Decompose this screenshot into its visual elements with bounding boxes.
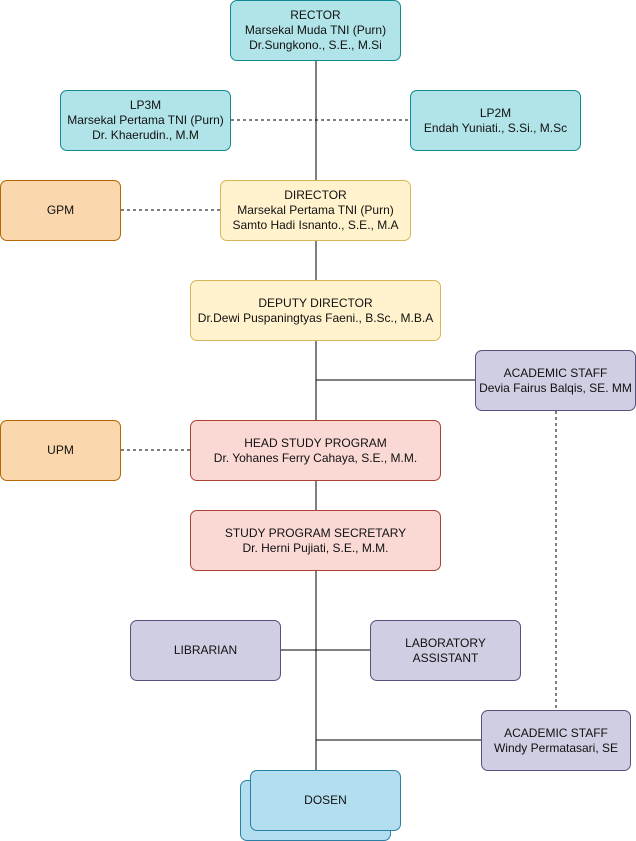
academic-staff-1-title: ACADEMIC STAFF bbox=[503, 365, 608, 380]
laboratory-assistant-title-line1: LABORATORY bbox=[405, 635, 486, 650]
director-rank: Marsekal Pertama TNI (Purn) bbox=[237, 203, 394, 217]
lp3m-box[interactable]: LP3M Marsekal Pertama TNI (Purn) Dr. Kha… bbox=[60, 90, 231, 151]
lp2m-box[interactable]: LP2M Endah Yuniati., S.Si., M.Sc bbox=[410, 90, 581, 151]
rector-box[interactable]: RECTOR Marsekal Muda TNI (Purn) Dr.Sungk… bbox=[230, 0, 401, 61]
lp2m-title: LP2M bbox=[479, 105, 512, 120]
study-program-secretary-name: Dr. Herni Pujiati, S.E., M.M. bbox=[242, 540, 389, 555]
lp3m-rank: Marsekal Pertama TNI (Purn) bbox=[67, 113, 224, 127]
librarian-box[interactable]: LIBRARIAN bbox=[130, 620, 281, 681]
academic-staff-2-name: Windy Permatasari, SE bbox=[493, 740, 619, 755]
upm-box[interactable]: UPM bbox=[0, 420, 121, 481]
lp3m-name: Dr. Khaerudin., M.M bbox=[92, 128, 199, 142]
director-name: Samto Hadi Isnanto., S.E., M.A bbox=[232, 218, 399, 232]
lp2m-name: Endah Yuniati., S.Si., M.Sc bbox=[423, 120, 568, 135]
rector-title: RECTOR bbox=[290, 8, 341, 22]
dosen-title: DOSEN bbox=[304, 793, 347, 807]
head-study-program-title: HEAD STUDY PROGRAM bbox=[244, 435, 387, 450]
dosen-box[interactable]: DOSEN bbox=[250, 770, 401, 831]
study-program-secretary-title: STUDY PROGRAM SECRETARY bbox=[224, 525, 407, 540]
academic-staff-2-title: ACADEMIC STAFF bbox=[504, 725, 608, 740]
academic-staff-1-name: Devia Fairus Balqis, SE. MM bbox=[479, 380, 632, 395]
deputy-director-box[interactable]: DEPUTY DIRECTOR Dr.Dewi Puspaningtyas Fa… bbox=[190, 280, 441, 341]
director-box[interactable]: DIRECTOR Marsekal Pertama TNI (Purn) Sam… bbox=[220, 180, 411, 241]
rector-name: Dr.Sungkono., S.E., M.Si bbox=[249, 38, 382, 52]
academic-staff-2-box[interactable]: ACADEMIC STAFF Windy Permatasari, SE bbox=[481, 710, 631, 771]
study-program-secretary-box[interactable]: STUDY PROGRAM SECRETARY Dr. Herni Pujiat… bbox=[190, 510, 441, 571]
librarian-title: LIBRARIAN bbox=[173, 643, 238, 657]
lp3m-title: LP3M bbox=[129, 98, 162, 112]
gpm-title: GPM bbox=[46, 203, 75, 217]
deputy-director-name: Dr.Dewi Puspaningtyas Faeni., B.Sc., M.B… bbox=[197, 310, 434, 325]
head-study-program-box[interactable]: HEAD STUDY PROGRAM Dr. Yohanes Ferry Cah… bbox=[190, 420, 441, 481]
deputy-director-title: DEPUTY DIRECTOR bbox=[258, 295, 373, 310]
gpm-box[interactable]: GPM bbox=[0, 180, 121, 241]
upm-title: UPM bbox=[47, 443, 74, 457]
director-title: DIRECTOR bbox=[284, 188, 347, 202]
laboratory-assistant-box[interactable]: LABORATORY ASSISTANT bbox=[370, 620, 521, 681]
laboratory-assistant-title-line2: ASSISTANT bbox=[412, 650, 479, 665]
academic-staff-1-box[interactable]: ACADEMIC STAFF Devia Fairus Balqis, SE. … bbox=[475, 350, 636, 411]
head-study-program-name: Dr. Yohanes Ferry Cahaya, S.E., M.M. bbox=[213, 450, 418, 465]
rector-rank: Marsekal Muda TNI (Purn) bbox=[244, 23, 387, 37]
